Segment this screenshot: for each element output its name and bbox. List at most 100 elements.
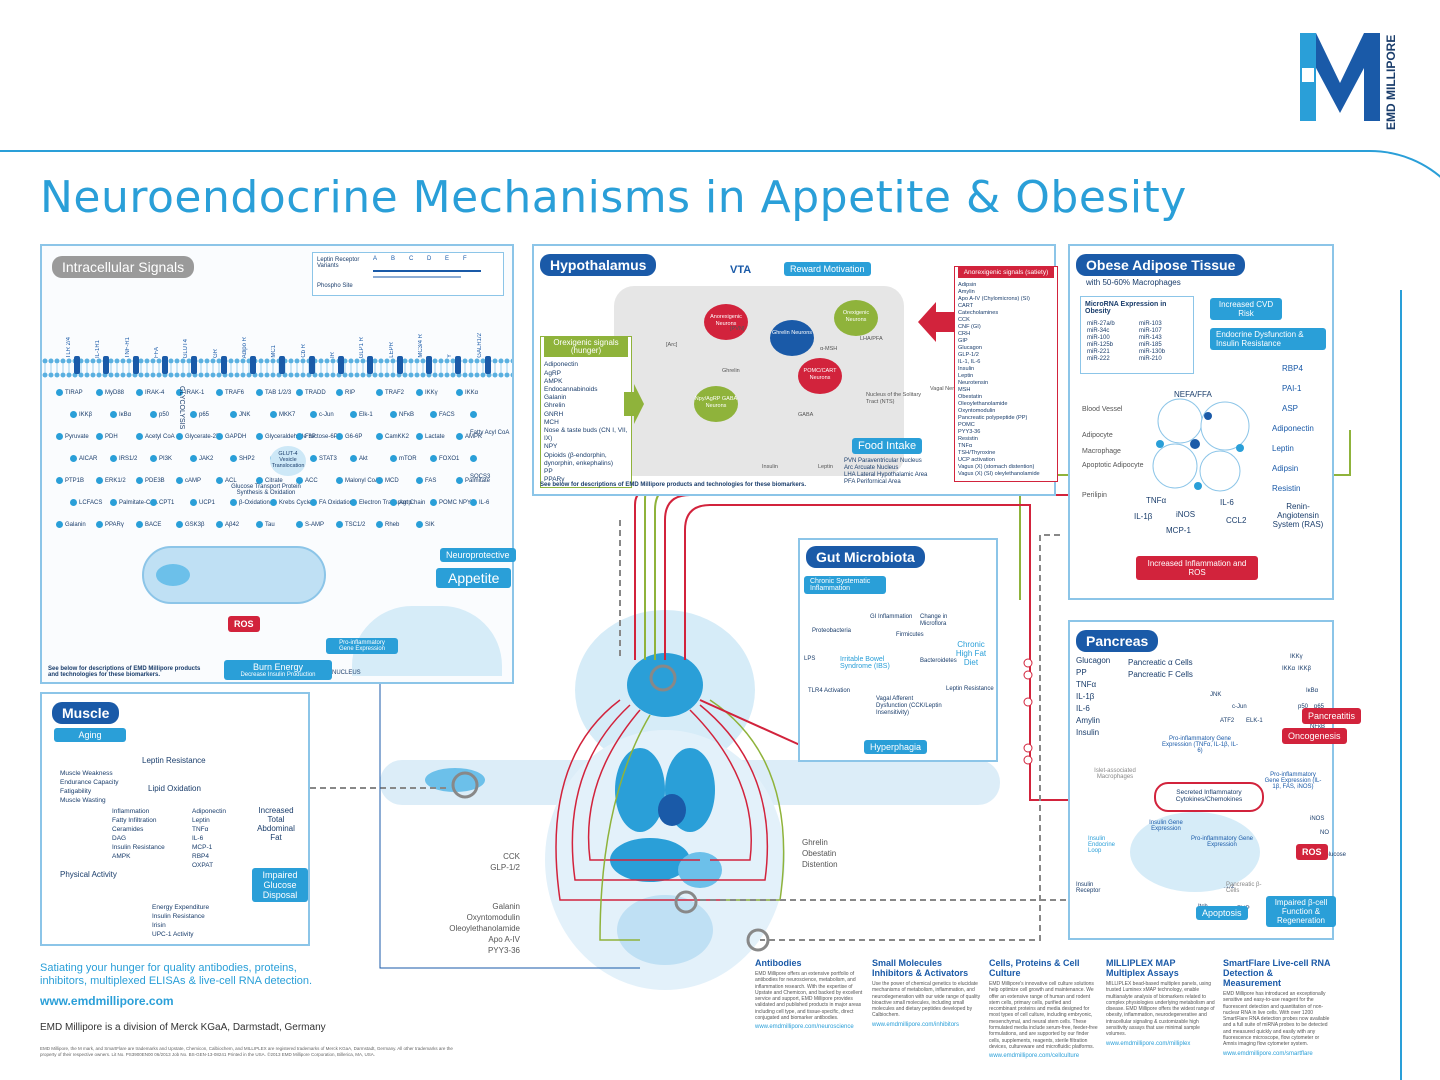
signal-node: Citrate (256, 472, 283, 490)
receptor-icon (455, 356, 461, 374)
signal-label: p50 (159, 411, 170, 418)
pro-inflam-3: Pro-inflammatory Gene Expression (1190, 836, 1254, 848)
anorexigenic-item: Vagus (X) (SI) oleylethanolamide (958, 471, 1040, 477)
product-link[interactable]: www.emdmillipore.com/inhibitors (872, 1021, 960, 1028)
neuron: POMC/CART Neurons (798, 358, 842, 394)
signal-dot (110, 499, 117, 507)
anorexigenic-arrow (918, 302, 954, 342)
signal-node: c-Jun (310, 406, 334, 424)
signal-label: JAK2 (199, 455, 214, 462)
cell-label: Macrophage (1082, 448, 1121, 455)
mirna-item: miR-34c (1087, 328, 1110, 334)
muscle-inflam-item: OXPAT (192, 862, 214, 869)
signal-label: IRAK-4 (145, 389, 165, 396)
body-signal: GLP-1/2 (490, 863, 520, 872)
decrease-insulin-label: Decrease Insulin Production (240, 672, 316, 678)
beta-cells-label: Pancreatic β-Cells (1226, 882, 1262, 894)
pancreas-hormone: Amylin (1076, 716, 1101, 725)
pancreas-node: p65 (1314, 704, 1325, 710)
secreted-label: Secreted Inflammatory Cytokines/Chemokin… (1175, 789, 1243, 803)
signal-dot (150, 455, 157, 463)
signal-node: Glycerate-2P (176, 428, 220, 446)
anorexigenic-item: Catecholamines (958, 310, 999, 316)
orexigenic-item: MCH (544, 418, 559, 426)
secreted-item: Adipsin (1272, 464, 1299, 473)
signal-label: Palmitate (465, 477, 491, 484)
signal-label: IKKβ (79, 411, 93, 418)
variant-letter: D (427, 256, 432, 262)
signal-label: ACL (225, 477, 237, 484)
signal-label: TSC1/2 (345, 521, 366, 528)
signal-node: Glyceraldehyde 3P (256, 428, 316, 446)
mirna-item: miR-125b (1087, 342, 1114, 348)
signal-node: Palmitate-CoA (110, 494, 158, 512)
signal-dot (296, 433, 303, 441)
mirna-title: MicroRNA Expression in Obesity (1085, 301, 1167, 315)
neuron: Orexigenic Neurons (834, 300, 878, 336)
appetite-box: Appetite (436, 568, 512, 588)
muscle-effect: Endurance Capacity (60, 779, 119, 786)
right-rule (1400, 290, 1402, 1080)
cytokine-label: IL-6 (1220, 498, 1234, 507)
muscle-inflam-item: AMPK (112, 853, 131, 860)
muscle-energy-item: Irisin (152, 922, 166, 929)
receptor-icon (367, 356, 373, 374)
receptor-label: Adipo R (242, 336, 248, 358)
anorexigenic-item: CRH (958, 331, 971, 337)
signal-dot (350, 499, 357, 507)
anorexigenic-item: Amylin (958, 289, 975, 295)
product-link[interactable]: www.emdmillipore.com/neuroscience (755, 1024, 854, 1031)
pancreas-hormone: IL-6 (1076, 704, 1090, 713)
mirna-item: miR-185 (1139, 342, 1162, 348)
product-body: EMD Millipore's innovative cell culture … (989, 981, 1098, 1050)
signal-dot (456, 389, 463, 397)
signal-label: Glycerate-2P (185, 433, 221, 440)
cvd-risk-box: Increased CVD Risk (1210, 298, 1282, 320)
product-body: Use the power of chemical genetics to el… (872, 981, 981, 1019)
signal-node: mTOR (390, 450, 417, 468)
muscle-energy-item: Insulin Resistance (152, 913, 205, 920)
hypo-region-label: LHA/PFA (860, 336, 883, 342)
signal-dot (176, 521, 183, 529)
website-link[interactable]: www.emdmillipore.com (40, 994, 174, 1008)
impaired-glucose-box: Impaired Glucose Disposal (252, 868, 308, 902)
signal-node: Agrp (390, 494, 412, 512)
signal-node: JNK (230, 406, 250, 424)
product-link[interactable]: www.emdmillipore.com/smartflare (1223, 1050, 1313, 1057)
signal-label: AMPK (465, 433, 483, 440)
muscle-inflam-item: TNFα (192, 826, 209, 833)
product-link[interactable]: www.emdmillipore.com/cellculture (989, 1053, 1080, 1060)
high-fat-label: Chronic High Fat Diet (955, 640, 987, 667)
anorexigenic-item: CCK (958, 317, 970, 323)
signal-dot (390, 455, 397, 463)
variant-letter: A (373, 256, 378, 262)
signal-dot (390, 499, 397, 507)
nucleus-label: NUCLEUS (332, 670, 361, 676)
secreted-box: Secreted Inflammatory Cytokines/Chemokin… (1154, 782, 1264, 812)
signal-node: FAS (416, 472, 436, 490)
receptor-label: LEPR (389, 342, 395, 358)
f-cells-label: Pancreatic F Cells (1128, 670, 1193, 679)
signal-dot (136, 433, 143, 441)
product-link[interactable]: www.emdmillipore.com/milliplex (1106, 1040, 1191, 1047)
signal-node: cAMP (176, 472, 201, 490)
receptor-label: IR (330, 352, 336, 358)
muscle-inflam-item: Fatty Infiltration (112, 817, 157, 824)
anorexigenic-item: PYY3-36 (958, 429, 981, 435)
receptor-icon (162, 356, 168, 374)
phospho-label: Phospho Site (317, 283, 353, 289)
signal-node: Fructose-6P (296, 428, 338, 446)
muscle-effect: Fatigability (60, 788, 92, 795)
signal-node: SOCS3 (470, 450, 496, 486)
signal-label: FAS (425, 477, 437, 484)
signal-dot (270, 411, 277, 419)
header-rule (0, 150, 1360, 152)
signal-dot (376, 477, 383, 485)
gut-node: GI Inflammation (870, 614, 913, 620)
insulin-loop-label: Insulin Endocrine Loop (1088, 836, 1116, 854)
